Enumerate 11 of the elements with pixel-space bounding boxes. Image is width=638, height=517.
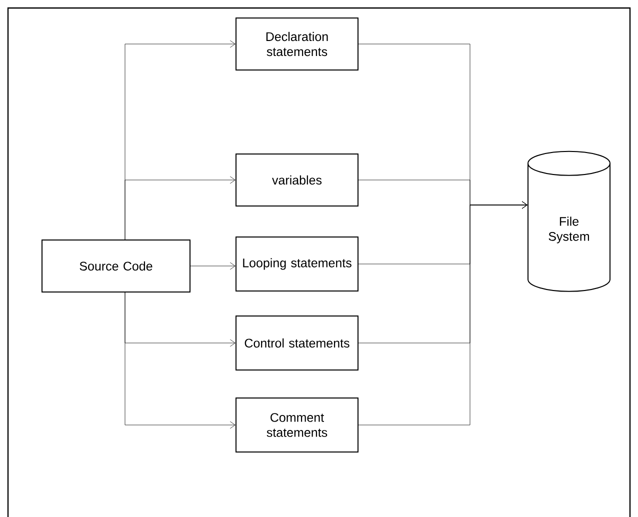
- arrow: [190, 262, 236, 270]
- process-box: Source Code: [42, 240, 190, 292]
- cylinder: File System: [528, 150, 610, 292]
- process-box: variables: [236, 154, 358, 206]
- process-box: Control statements: [236, 315, 358, 370]
- arrow: [358, 201, 528, 426]
- process-box: Declaration statements: [236, 18, 358, 70]
- process-box: Looping statements: [236, 236, 358, 292]
- process-box: Comment statements: [236, 397, 358, 452]
- arrow: [124, 292, 236, 429]
- arrow: [124, 176, 236, 240]
